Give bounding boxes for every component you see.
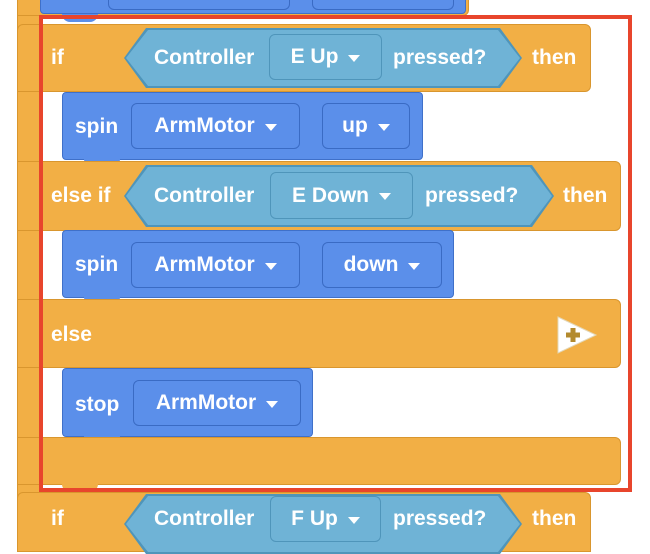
spin-keyword: spin: [75, 253, 119, 276]
direction-dropdown-value: down: [343, 253, 399, 276]
chevron-down-icon: [348, 54, 361, 62]
chevron-down-icon: [264, 123, 277, 131]
direction-dropdown-up[interactable]: up: [322, 103, 410, 149]
if-else-closing-bar: [17, 437, 621, 485]
else-block-header[interactable]: [17, 299, 621, 368]
spin-keyword: spin: [75, 115, 119, 138]
motor-dropdown-down[interactable]: ArmMotor: [131, 242, 300, 288]
chevron-down-icon: [379, 193, 391, 200]
pressed-label: pressed?: [393, 46, 487, 69]
pressed-label: pressed?: [425, 184, 519, 207]
add-else-if-icon[interactable]: [556, 315, 598, 355]
chevron-down-icon: [377, 123, 390, 131]
if-keyword: if: [51, 46, 64, 69]
button-dropdown-e-up[interactable]: E Up: [269, 34, 382, 80]
condition-sensor-label: Controller: [154, 46, 255, 69]
motor-dropdown-stop[interactable]: ArmMotor: [133, 380, 301, 426]
prev-direction-dropdown[interactable]: [312, 0, 454, 10]
button-dropdown-value: E Up: [290, 45, 339, 68]
chevron-down-icon: [408, 262, 421, 270]
highlight-box: [39, 15, 632, 492]
chevron-down-icon: [347, 516, 360, 524]
if-keyword: if: [51, 507, 64, 530]
condition-sensor-label: Controller: [154, 507, 255, 530]
button-dropdown-e-down[interactable]: E Down: [270, 172, 413, 219]
motor-dropdown-value: ArmMotor: [154, 253, 255, 276]
chevron-down-icon: [264, 262, 277, 270]
then-keyword: then: [532, 507, 577, 530]
motor-dropdown-value: ArmMotor: [155, 391, 257, 414]
button-dropdown-value: F Up: [291, 507, 338, 530]
direction-dropdown-down[interactable]: down: [322, 242, 442, 288]
direction-dropdown-value: up: [342, 114, 368, 137]
then-keyword: then: [563, 184, 608, 207]
else-keyword: else: [51, 323, 92, 346]
pressed-label: pressed?: [393, 507, 487, 530]
button-dropdown-f-up[interactable]: F Up: [270, 496, 381, 542]
button-dropdown-value: E Down: [292, 183, 369, 207]
motor-dropdown-up[interactable]: ArmMotor: [131, 103, 300, 149]
motor-dropdown-value: ArmMotor: [154, 114, 255, 137]
chevron-down-icon: [266, 400, 279, 408]
prev-motor-dropdown[interactable]: [108, 0, 290, 10]
then-keyword: then: [532, 46, 577, 69]
else-if-keyword: else if: [51, 184, 111, 207]
stop-keyword: stop: [75, 393, 120, 416]
condition-sensor-label: Controller: [154, 184, 255, 207]
